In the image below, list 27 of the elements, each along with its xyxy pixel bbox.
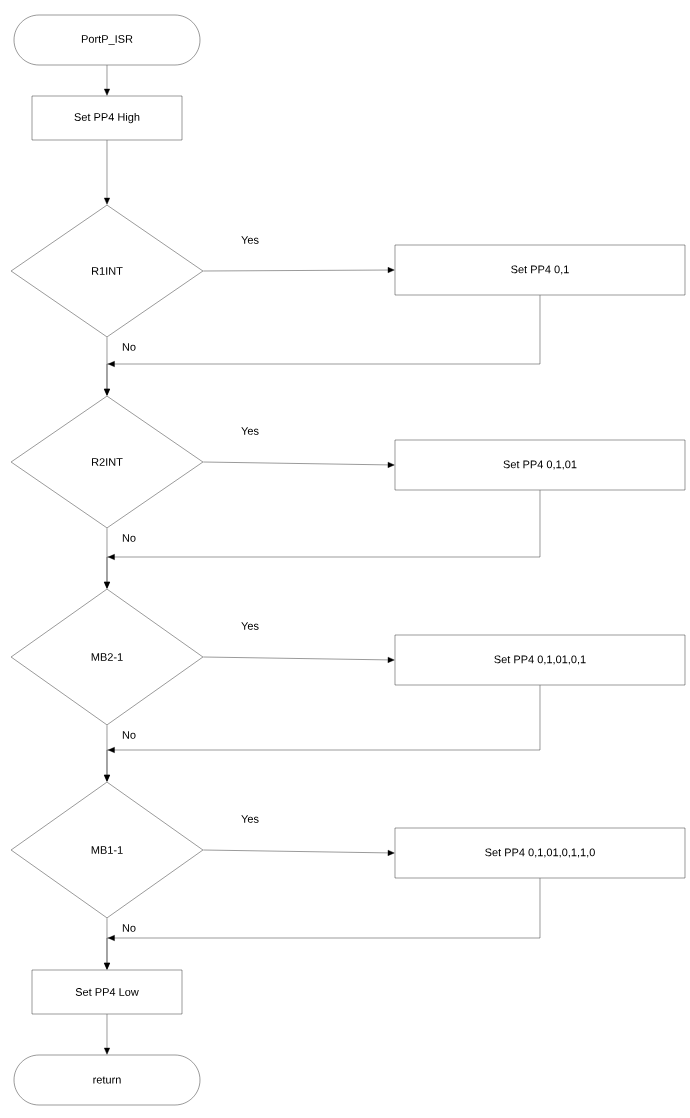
edge-label: No: [120, 342, 138, 352]
edge-label: Yes: [240, 426, 260, 436]
arrow: [104, 878, 541, 970]
edge-label: No: [120, 730, 138, 740]
arrow: [104, 1014, 110, 1055]
edge-label: No: [120, 923, 138, 933]
arrow: [203, 267, 395, 273]
terminator: return: [13, 1054, 201, 1106]
process-box: Set PP4 High: [31, 95, 183, 141]
process-box: Set PP4 0,1,01,0,1: [394, 634, 686, 686]
process-box: Set PP4 0,1,01,0,1,1,0: [394, 827, 686, 879]
edge-label: Yes: [240, 814, 260, 824]
arrow: [104, 140, 110, 205]
process-box: Set PP4 0,1,01: [394, 439, 686, 491]
process-box: Set PP4 0,1: [394, 244, 686, 296]
terminator: PortP_ISR: [13, 14, 201, 66]
arrow: [104, 490, 541, 589]
arrow: [203, 849, 395, 856]
process-box: Set PP4 Low: [31, 969, 183, 1015]
arrow: [203, 461, 395, 468]
arrow: [104, 65, 110, 96]
edge-label: No: [120, 533, 138, 543]
arrow: [104, 685, 541, 782]
arrow: [104, 295, 541, 396]
edge-label: Yes: [240, 235, 260, 245]
edge-label: Yes: [240, 621, 260, 631]
arrow: [203, 656, 395, 663]
